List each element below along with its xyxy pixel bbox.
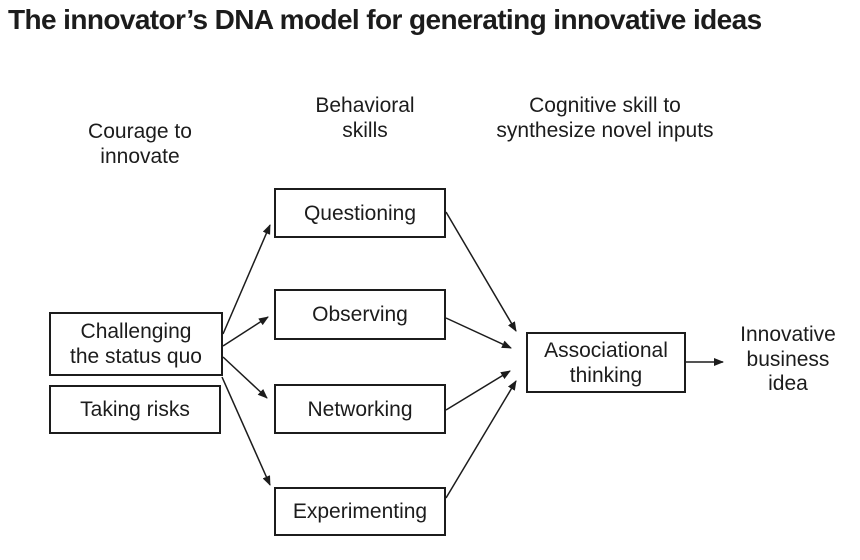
node-challenging-status-quo: Challenging the status quo bbox=[49, 312, 223, 376]
arrow-experimenting-to-associational bbox=[445, 380, 517, 499]
column-header-courage: Courage to innovate bbox=[88, 120, 192, 168]
arrow-challenging-to-observing bbox=[222, 316, 269, 347]
node-observing: Observing bbox=[274, 289, 446, 340]
column-header-cognitive: Cognitive skill to synthesize novel inpu… bbox=[496, 94, 714, 142]
node-taking-risks: Taking risks bbox=[49, 385, 221, 434]
diagram-title: The innovator’s DNA model for generating… bbox=[8, 4, 762, 35]
outcome-innovative-business-idea: Innovative business idea bbox=[740, 323, 836, 395]
node-networking: Networking bbox=[274, 384, 446, 434]
arrow-networking-to-associational bbox=[445, 370, 511, 411]
node-associational-thinking: Associational thinking bbox=[526, 332, 686, 393]
arrow-observing-to-associational bbox=[445, 317, 512, 349]
arrow-challenging-to-experimenting bbox=[221, 376, 271, 486]
arrow-challenging-to-questioning bbox=[222, 224, 271, 335]
column-header-behavioral: Behavioral skills bbox=[315, 94, 415, 142]
arrow-challenging-to-networking bbox=[222, 356, 268, 399]
arrow-questioning-to-associational bbox=[445, 211, 517, 332]
node-questioning: Questioning bbox=[274, 188, 446, 238]
node-experimenting: Experimenting bbox=[274, 487, 446, 536]
